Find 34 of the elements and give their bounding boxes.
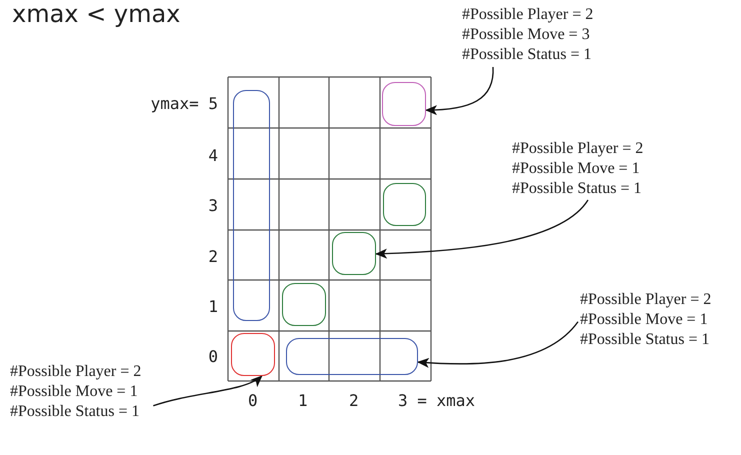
axis-label: 3 = xmax (398, 391, 476, 410)
axis-label: 3 (208, 196, 218, 215)
rounded-box (286, 338, 418, 375)
rounded-box (382, 82, 426, 126)
annotation-text: #Possible Move = 1 (10, 382, 138, 402)
annotation-text: #Possible Player = 2 (462, 5, 594, 25)
arrow (375, 200, 588, 259)
annotation-text: #Possible Move = 1 (580, 310, 708, 330)
axis-label: 4 (208, 146, 218, 165)
arrow (153, 375, 263, 406)
arrow (425, 67, 494, 115)
rounded-box (231, 333, 275, 376)
title: xmax < ymax (12, 0, 180, 28)
annotation-text: #Possible Status = 1 (10, 402, 140, 422)
rounded-box (383, 183, 426, 226)
rounded-box (282, 283, 326, 326)
rounded-box (233, 90, 270, 321)
rounded-box (332, 232, 376, 275)
axis-label: ymax= 5 (150, 94, 218, 113)
axis-label: 2 (349, 391, 359, 410)
axis-label: 1 (298, 391, 308, 410)
annotation-text: #Possible Status = 1 (512, 179, 642, 199)
axis-label: 2 (208, 247, 218, 266)
axis-label: 0 (248, 391, 258, 410)
annotation-text: #Possible Status = 1 (462, 45, 592, 65)
axis-label: 1 (208, 297, 218, 316)
annotation-text: #Possible Player = 2 (512, 139, 644, 159)
annotation-text: #Possible Status = 1 (580, 330, 710, 350)
annotation-text: #Possible Player = 2 (10, 362, 142, 382)
annotation-text: #Possible Player = 2 (580, 290, 712, 310)
arrow (417, 321, 578, 368)
annotation-text: #Possible Move = 3 (462, 25, 590, 45)
annotation-text: #Possible Move = 1 (512, 159, 640, 179)
axis-label: 0 (208, 347, 218, 366)
